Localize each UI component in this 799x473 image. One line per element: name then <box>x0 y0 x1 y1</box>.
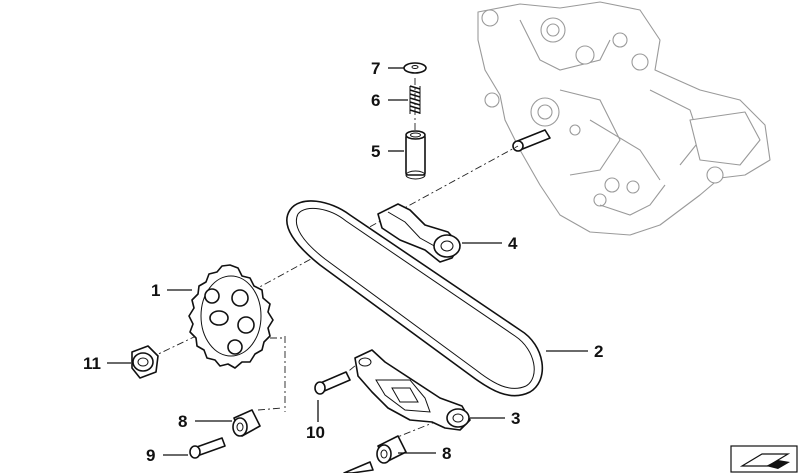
callout-9[interactable]: 9 <box>146 446 155 465</box>
partial-bolt-bottom <box>343 461 374 473</box>
part-8-bushing-right[interactable] <box>376 435 407 464</box>
callout-8-left[interactable]: 8 <box>178 412 187 431</box>
callout-2[interactable]: 2 <box>594 342 603 361</box>
callout-7[interactable]: 7 <box>371 59 380 78</box>
callout-10[interactable]: 10 <box>306 423 325 442</box>
callout-3[interactable]: 3 <box>511 409 520 428</box>
part-8-bushing-left[interactable] <box>232 409 261 437</box>
catalog-logo-icon <box>730 445 798 473</box>
part-5-sleeve[interactable] <box>405 130 426 180</box>
part-11-nut[interactable] <box>131 345 159 379</box>
callout-8-right[interactable]: 8 <box>442 444 451 463</box>
callout-1[interactable]: 1 <box>151 281 160 300</box>
part-2-chain[interactable] <box>286 200 544 397</box>
callout-5[interactable]: 5 <box>371 142 380 161</box>
part-4-tensioner[interactable] <box>377 203 461 263</box>
part-10-bolt[interactable] <box>314 371 351 395</box>
leader-lines <box>107 67 588 456</box>
callouts: 7 6 5 4 1 2 11 3 8 10 9 8 <box>83 59 603 465</box>
part-7-seal[interactable] <box>403 62 427 74</box>
callout-4[interactable]: 4 <box>508 234 518 253</box>
oil-pump-housing <box>477 1 771 236</box>
callout-6[interactable]: 6 <box>371 91 380 110</box>
callout-11[interactable]: 11 <box>83 354 101 373</box>
part-1-sprocket[interactable] <box>188 264 274 369</box>
part-9-bolt[interactable] <box>189 437 226 459</box>
part-3-guide-rail[interactable] <box>354 349 471 431</box>
part-6-spring[interactable] <box>409 85 421 114</box>
